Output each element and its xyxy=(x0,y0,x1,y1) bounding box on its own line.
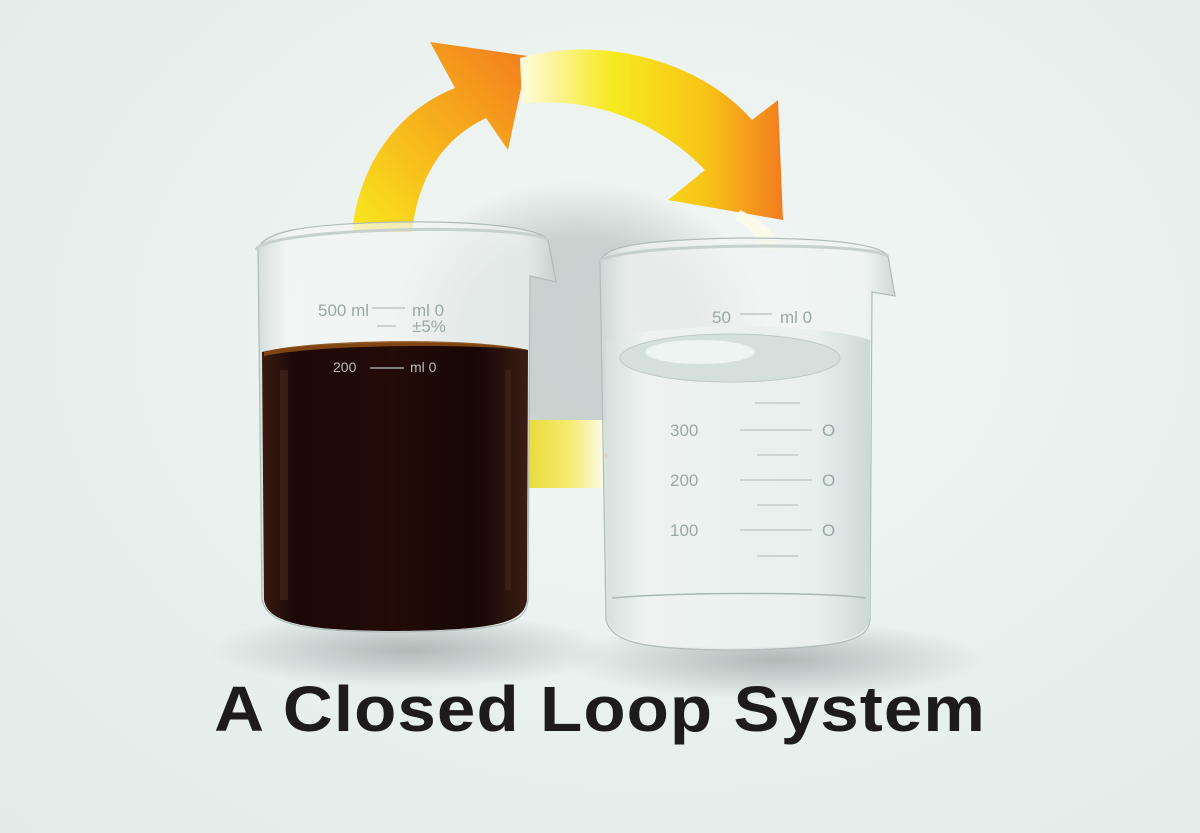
clean-beaker: 50 ml 0 300 O 200 O 100 O xyxy=(598,237,896,651)
svg-text:O: O xyxy=(822,421,835,440)
right-downward-arrow xyxy=(520,49,783,220)
clean-mark-200: 200 xyxy=(670,471,698,490)
dirty-mark-unit: ml 0 xyxy=(412,301,444,320)
dirty-mark-200: 200 xyxy=(333,359,357,375)
dirty-beaker: 500 ml ml 0 ±5% 200 ml 0 xyxy=(254,221,557,633)
loop-bottom-segment xyxy=(520,420,605,488)
dirty-mark-tolerance: ±5% xyxy=(412,317,446,336)
dirty-beaker-shadow xyxy=(210,612,610,688)
clean-mark-300: 300 xyxy=(670,421,698,440)
svg-text:O: O xyxy=(822,471,835,490)
dark-liquid xyxy=(262,342,528,631)
clean-mark-50: 50 xyxy=(712,308,731,327)
page-title: A Closed Loop System xyxy=(214,673,986,745)
left-upward-arrow xyxy=(352,42,528,232)
clear-liquid xyxy=(606,326,870,648)
clean-mark-100: 100 xyxy=(670,521,698,540)
svg-text:O: O xyxy=(822,521,835,540)
dirty-mark-500ml: 500 ml xyxy=(318,301,369,320)
dirty-mark-unit-2: ml 0 xyxy=(410,359,437,375)
clean-mark-unit: ml 0 xyxy=(780,308,812,327)
